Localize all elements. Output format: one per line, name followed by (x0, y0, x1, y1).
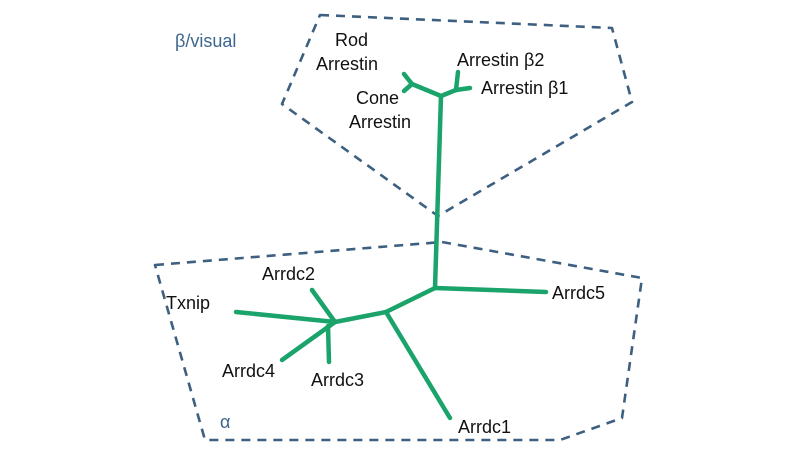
tree-branches (233, 69, 549, 421)
branch-txnip (233, 309, 338, 325)
branch-arrdc5 (432, 285, 549, 295)
branch-internal-alpha (383, 285, 438, 315)
leaf-label-cone-arrestin-line1: Cone (356, 88, 399, 108)
branch-trunk (432, 93, 444, 291)
leaf-label-cone-arrestin-line2: Arrestin (349, 112, 411, 132)
leaf-label-cone-arrestin: Cone Arrestin (349, 88, 411, 132)
leaf-label-rod-arrestin: Rod Arrestin (316, 30, 378, 74)
branch-internal-arrdc (332, 309, 389, 325)
leaf-label-rod-arrestin-line2: Arrestin (316, 54, 378, 74)
branch-arrestin-beta-node (438, 87, 459, 99)
leaf-label-rod-arrestin-line1: Rod (335, 30, 368, 50)
leaf-label-arrestin-b2: Arrestin β2 (457, 50, 544, 70)
branch-arrdc1 (383, 309, 453, 421)
alpha-region (153, 240, 644, 442)
beta-visual-region (280, 13, 634, 218)
leaf-label-arrdc3: Arrdc3 (311, 370, 364, 390)
leaf-label-arrdc1: Arrdc1 (458, 417, 511, 437)
branch-cone-arrestin (401, 81, 415, 94)
leaf-label-txnip: Txnip (166, 293, 210, 313)
branch-arrdc3 (325, 323, 332, 365)
branch-arrestin-b2 (453, 69, 461, 93)
leaf-label-arrdc5: Arrdc5 (552, 283, 605, 303)
group-label-beta-visual: β/visual (175, 31, 236, 51)
leaf-label-arrdc2: Arrdc2 (262, 264, 315, 284)
leaf-label-arrdc4: Arrdc4 (222, 361, 275, 381)
branch-arrdc2 (309, 287, 338, 325)
branch-arrestin-b1 (453, 85, 473, 93)
leaf-label-arrestin-b1: Arrestin β1 (481, 78, 568, 98)
group-label-alpha: α (220, 412, 230, 432)
